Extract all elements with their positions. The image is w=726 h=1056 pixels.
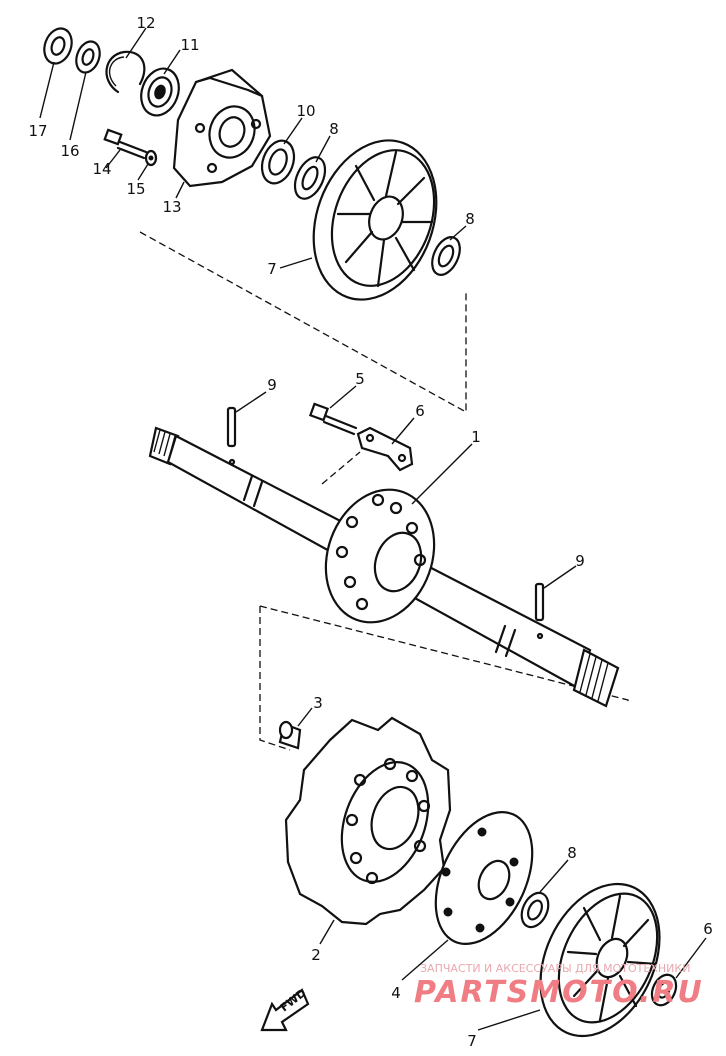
bolt-part-14[interactable] — [103, 128, 148, 160]
callout-1: 1 — [471, 428, 481, 446]
bracket-part-6[interactable] — [356, 426, 414, 472]
bearing-part-11[interactable] — [135, 63, 185, 120]
axle-shaft-part-1[interactable] — [148, 426, 620, 708]
pin-part-9-upper[interactable] — [226, 406, 237, 466]
callout-15: 15 — [126, 180, 145, 198]
callout-17: 17 — [28, 122, 47, 140]
washer-part-8-top[interactable] — [289, 153, 331, 204]
nut-part-17[interactable] — [40, 25, 77, 68]
callout-8-right: 8 — [465, 210, 475, 228]
callout-9-lower: 9 — [575, 552, 585, 570]
bearing-housing-part-13[interactable] — [172, 68, 272, 188]
leader-lines — [39, 27, 707, 1031]
callout-8-lower: 8 — [567, 844, 577, 862]
watermark-caption: ЗАПЧАСТИ И АКСЕССУАРЫ ДЛЯ МОТОТЕХНИКИ — [420, 962, 690, 975]
pin-part-9-lower[interactable] — [534, 582, 545, 640]
callout-12: 12 — [136, 14, 155, 32]
callout-11: 11 — [180, 36, 199, 54]
sprocket-plate-part-4[interactable] — [416, 797, 551, 959]
fwd-arrow: FWD — [260, 986, 310, 1032]
wheel-part-7-top[interactable] — [292, 123, 457, 317]
callout-4: 4 — [391, 984, 401, 1002]
callout-16: 16 — [60, 142, 79, 160]
callout-6-washer: 6 — [703, 920, 713, 938]
callout-13: 13 — [162, 198, 181, 216]
callout-labels: 12 11 10 8 17 16 14 15 13 8 7 9 5 6 1 9 … — [28, 14, 712, 1050]
bolt-part-5[interactable] — [308, 402, 358, 436]
callout-8-top: 8 — [329, 120, 339, 138]
drive-sprocket-part-2[interactable] — [284, 716, 452, 926]
washer-part-8-lower[interactable] — [517, 889, 554, 932]
circlip-part-12[interactable] — [105, 50, 146, 94]
callout-7-bottom: 7 — [467, 1032, 477, 1050]
callout-3: 3 — [313, 694, 323, 712]
lock-washer-part-15[interactable] — [144, 149, 158, 167]
callout-9-upper: 9 — [267, 376, 277, 394]
callout-6-bracket: 6 — [415, 402, 425, 420]
callout-14: 14 — [92, 160, 111, 178]
callout-5: 5 — [355, 370, 365, 388]
assembly-guide-lines — [139, 231, 629, 751]
washer-far-right[interactable] — [647, 971, 680, 1009]
wheel-part-7-bottom[interactable] — [517, 865, 683, 1056]
collar-part-3[interactable] — [278, 720, 302, 750]
callout-2: 2 — [311, 946, 321, 964]
watermark-brand: PARTSMOTO.RU — [414, 975, 704, 1010]
callout-7-top: 7 — [267, 260, 277, 278]
callout-10: 10 — [296, 102, 315, 120]
washer-part-8-right[interactable] — [427, 233, 466, 279]
washer-part-16[interactable] — [72, 38, 104, 76]
watermark: ЗАПЧАСТИ И АКСЕССУАРЫ ДЛЯ МОТОТЕХНИКИ PA… — [414, 962, 704, 1010]
